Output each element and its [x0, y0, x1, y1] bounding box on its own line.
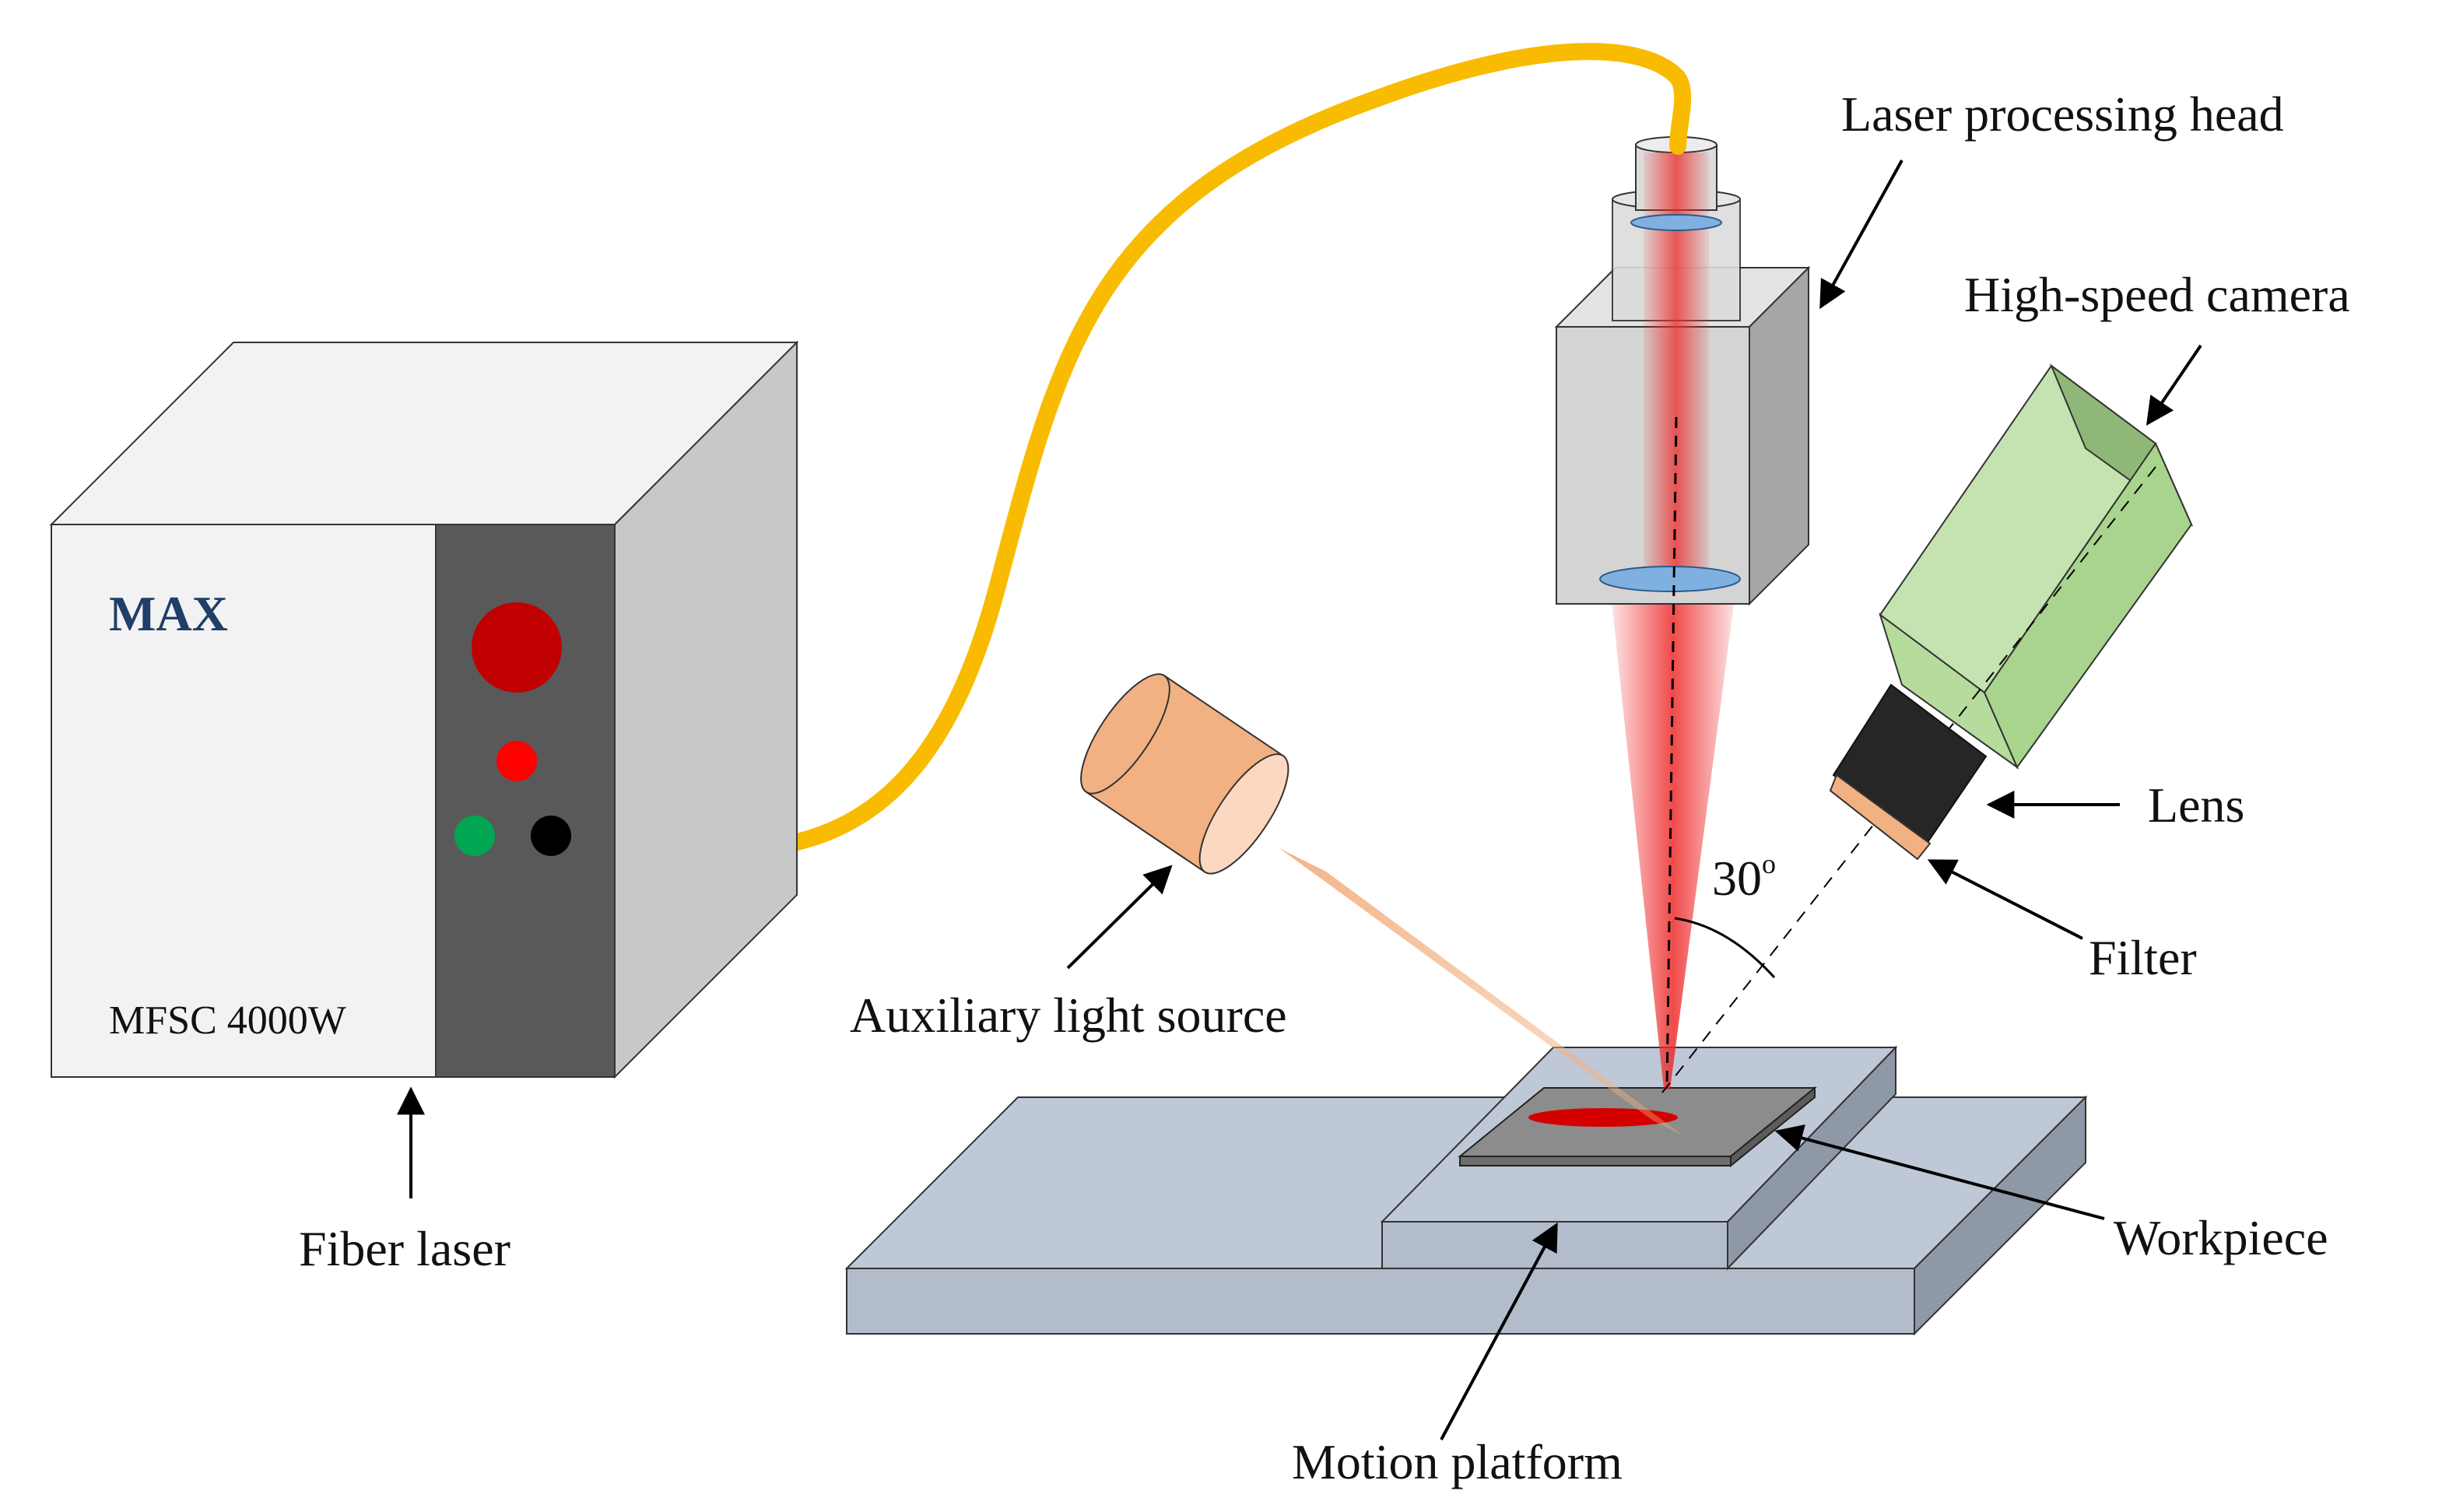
laser-beam-lower	[1609, 581, 1737, 1089]
head-upper-lens	[1630, 214, 1722, 231]
camera-left	[1879, 612, 2019, 770]
label-filter: Filter	[2089, 930, 2197, 985]
laser-unit-front-left	[51, 524, 437, 1078]
arrow-laser-head	[1819, 160, 1903, 310]
workpiece-side	[1730, 1086, 1816, 1168]
label-fiber-laser: Fiber laser	[299, 1221, 511, 1276]
arrow-motion-platform	[1440, 1222, 1558, 1440]
fiber-laser-unit: MAX MFSC 4000W	[49, 340, 799, 1079]
indicator-red	[496, 741, 537, 781]
aux-light-beam	[1279, 848, 1684, 1136]
motion-platform	[844, 1045, 2088, 1336]
indicator-green	[454, 816, 495, 856]
arrow-filter	[1927, 859, 2083, 940]
platform-base-side	[1914, 1095, 2086, 1336]
auxiliary-light-source	[1080, 673, 1289, 875]
angle-value: 30	[1712, 851, 1762, 906]
indicator-black	[531, 816, 571, 856]
arrow-aux-light	[1066, 865, 1173, 970]
aux-light-back	[1080, 673, 1170, 795]
laser-beam-inner	[1644, 153, 1709, 581]
laser-processing-head	[1554, 136, 1811, 1090]
platform-base-front	[846, 1268, 1915, 1335]
arrow-camera	[2146, 344, 2202, 426]
angle-arc	[1674, 917, 1776, 979]
label-laser-head: Laser processing head	[1841, 86, 2284, 142]
workpiece-front	[1459, 1156, 1732, 1166]
camera-filter	[1829, 774, 1931, 861]
power-button	[472, 602, 562, 693]
label-angle: 30o	[1712, 848, 1776, 906]
laser-brand: MAX	[109, 586, 228, 641]
label-workpiece: Workpiece	[2114, 1210, 2328, 1265]
aux-light-face	[1198, 753, 1289, 875]
angle-unit: o	[1762, 848, 1776, 879]
label-camera: High-speed camera	[1964, 267, 2350, 322]
platform-stage-side	[1727, 1045, 1896, 1271]
fiber-cable	[712, 43, 1692, 859]
workpiece	[1458, 1086, 1817, 1168]
head-focus-lens	[1599, 566, 1741, 592]
arrow-workpiece	[1774, 1124, 2105, 1220]
label-lens: Lens	[2148, 777, 2244, 833]
beam-axis-line	[1665, 416, 1678, 1090]
laser-model: MFSC 4000W	[109, 998, 346, 1043]
label-motion-platform: Motion platform	[1292, 1434, 1623, 1489]
label-aux-light: Auxiliary light source	[850, 988, 1287, 1043]
weld-seam	[1528, 1108, 1678, 1127]
head-box-side	[1749, 265, 1809, 606]
high-speed-camera	[1661, 363, 2194, 1093]
